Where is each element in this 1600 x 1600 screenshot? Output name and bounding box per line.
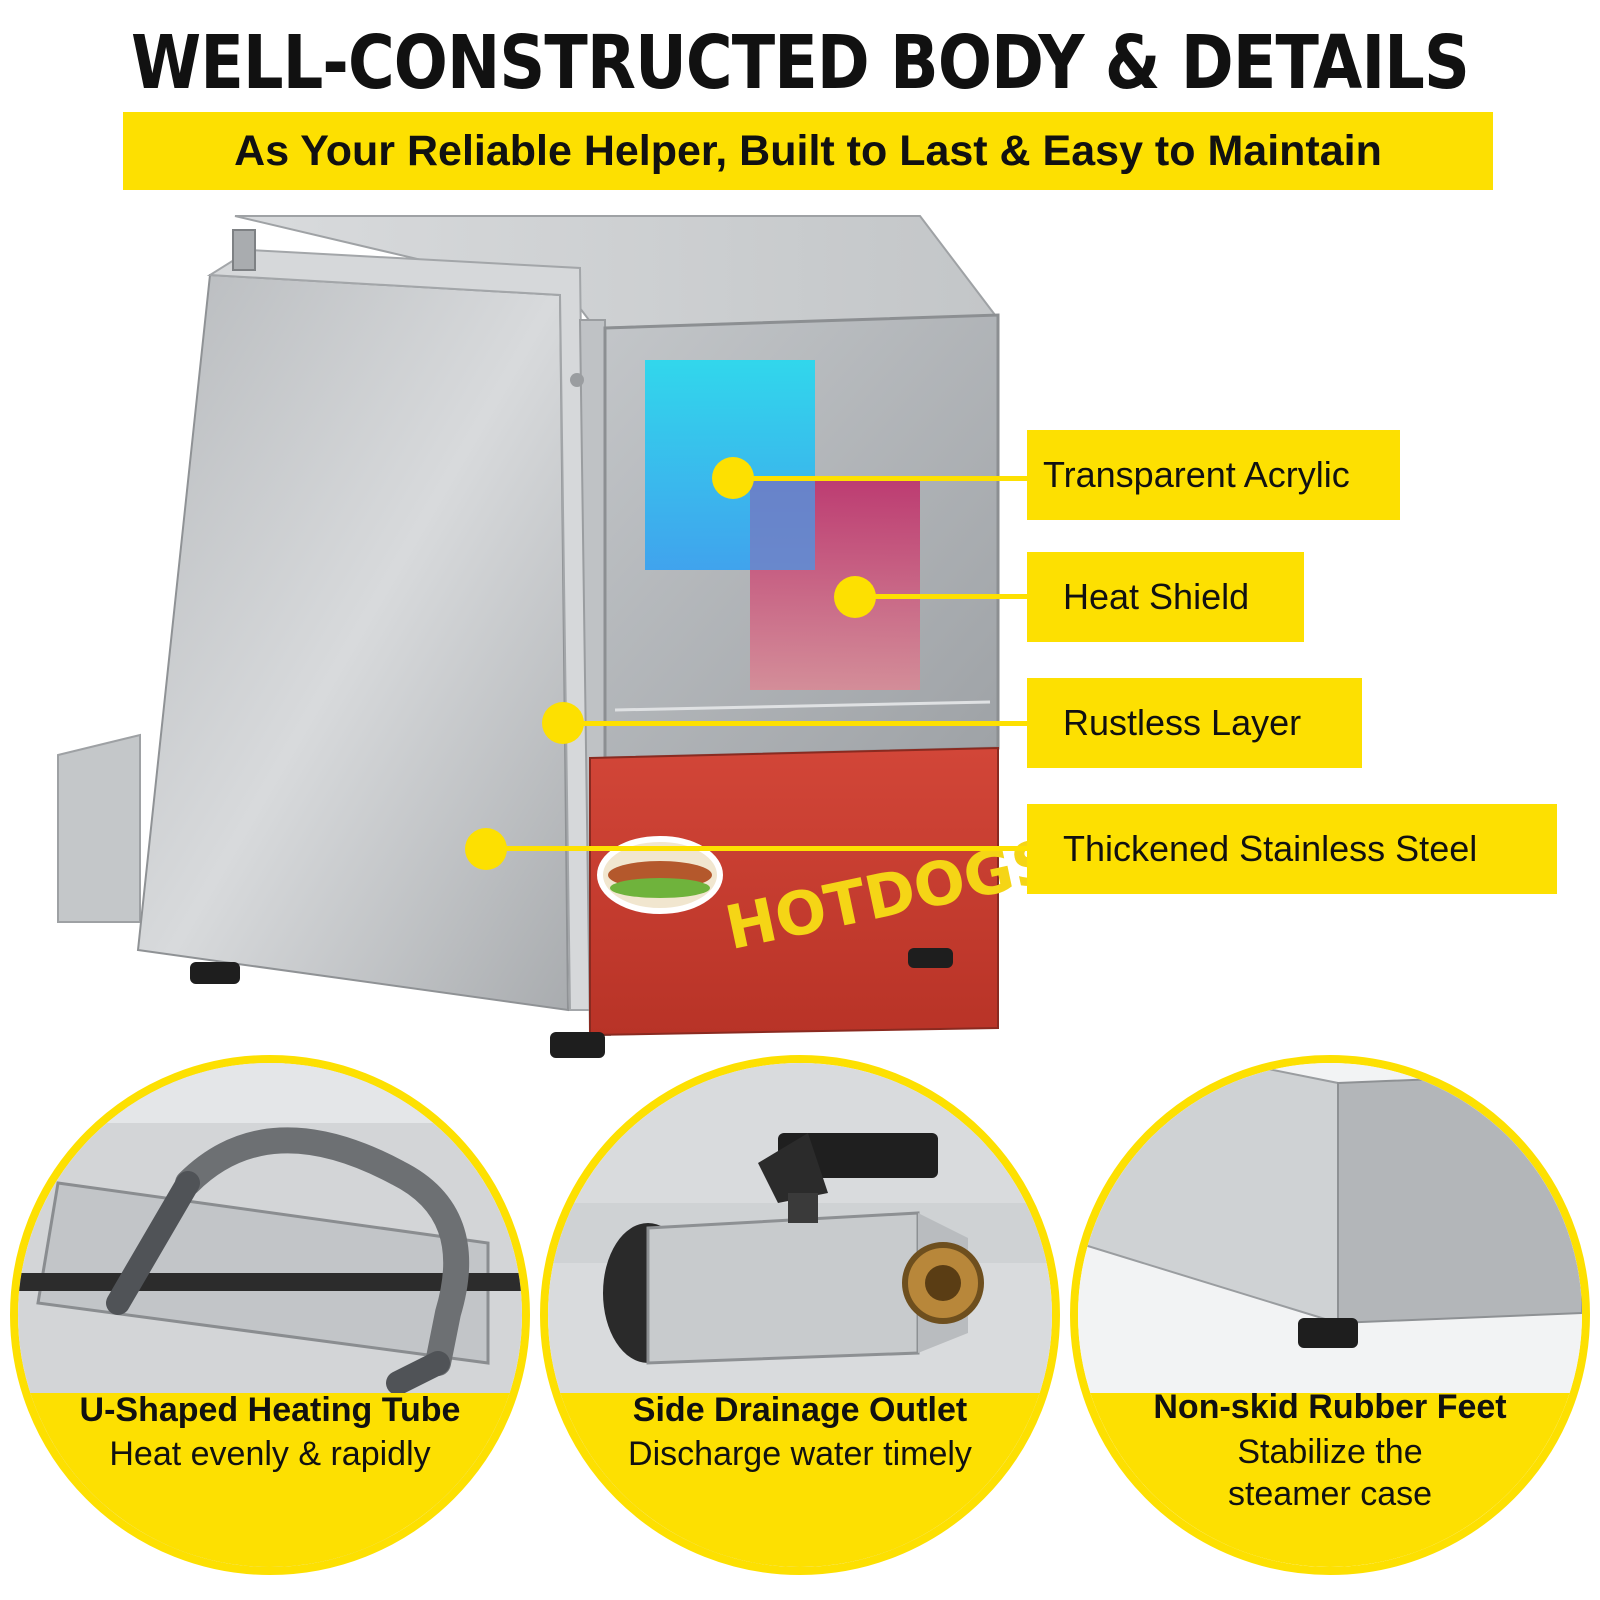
leader-line-acrylic [740, 476, 1030, 481]
callout-heat-shield: Heat Shield [1027, 552, 1304, 642]
subtitle-banner [123, 112, 1493, 190]
leader-line-rustless [575, 721, 1030, 726]
subtitle-text: As Your Reliable Helper, Built to Last &… [234, 127, 1382, 175]
detail-heating-tube: U-Shaped Heating Tube Heat evenly & rapi… [10, 1055, 530, 1575]
side-door [136, 273, 570, 1012]
marker-dot-acrylic [712, 457, 754, 499]
leader-line-stainless [500, 846, 1030, 851]
detail-title-heating-tube: U-Shaped Heating Tube [79, 1391, 461, 1429]
rubber-feet-image [1078, 1063, 1582, 1567]
front-foot-left [550, 1032, 605, 1058]
drainage-outlet-image [548, 1063, 1052, 1567]
rear-foot-right [908, 948, 953, 968]
detail-drainage-outlet: Side Drainage Outlet Discharge water tim… [540, 1055, 1060, 1575]
lid-hinge [232, 229, 256, 271]
detail-title-drainage-outlet: Side Drainage Outlet [632, 1391, 968, 1429]
rear-drawer [57, 733, 141, 923]
detail-desc-drainage-outlet: Discharge water timely [628, 1435, 972, 1473]
rear-foot-left [190, 962, 240, 984]
door-frame [206, 248, 592, 1011]
callout-transparent-acrylic: Transparent Acrylic [1027, 430, 1400, 520]
callout-thickened-stainless-steel: Thickened Stainless Steel [1027, 804, 1557, 894]
callout-rustless-layer: Rustless Layer [1027, 678, 1362, 768]
page-title: WELL-CONSTRUCTED BODY & DETAILS [131, 20, 1470, 106]
detail-desc-rubber-feet-line-1: Stabilize the [1237, 1433, 1423, 1471]
marker-dot-rustless [542, 702, 584, 744]
screw [570, 373, 584, 387]
marker-dot-stainless [465, 828, 507, 870]
detail-title-rubber-feet: Non-skid Rubber Feet [1153, 1388, 1507, 1426]
marker-dot-heat-shield [834, 576, 876, 618]
red-base [589, 746, 999, 1037]
hotdog-steamer-illustration: HOTDOGS [57, 215, 1030, 1058]
heating-tube-image [18, 1063, 522, 1567]
detail-desc-rubber-feet-line-2: steamer case [1227, 1475, 1433, 1513]
detail-desc-heating-tube: Heat evenly & rapidly [109, 1435, 431, 1473]
leader-line-heat-shield [855, 594, 1030, 599]
detail-rubber-feet: Non-skid Rubber Feet Stabilize the steam… [1070, 1055, 1590, 1575]
